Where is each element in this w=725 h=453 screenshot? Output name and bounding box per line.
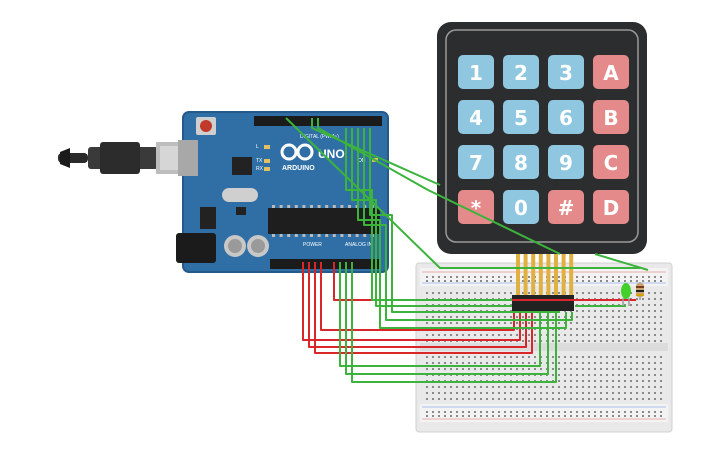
wire	[363, 128, 573, 321]
key-label: #	[558, 196, 575, 220]
wire	[594, 253, 649, 271]
key-label: 1	[469, 61, 483, 85]
wire	[308, 262, 527, 348]
arduino-model-label: UNO	[318, 147, 345, 161]
arduino-board: ARDUINO UNO DIGITAL (PWM~) POWER ANALOG …	[176, 111, 389, 273]
key-label: 6	[559, 106, 573, 130]
power-header	[270, 259, 380, 269]
wire	[333, 262, 636, 301]
key-label: 8	[514, 151, 528, 175]
led	[621, 283, 631, 306]
wire	[314, 262, 533, 354]
key-c[interactable]: C	[593, 145, 629, 179]
key-label: D	[603, 196, 620, 220]
key-0[interactable]: 0	[503, 190, 539, 224]
key-label: 4	[469, 106, 483, 130]
key-7[interactable]: 7	[458, 145, 494, 179]
key-label: A	[603, 61, 619, 85]
power-label: POWER	[303, 242, 322, 248]
wire	[302, 262, 521, 341]
on-label: ON	[358, 158, 366, 164]
key-label: C	[604, 151, 619, 175]
resistor	[636, 282, 644, 300]
key-1[interactable]: 1	[458, 55, 494, 89]
power-jack	[176, 233, 216, 263]
key-label: 7	[469, 151, 483, 175]
key-3[interactable]: 3	[548, 55, 584, 89]
key-label: B	[603, 106, 618, 130]
wire	[351, 262, 557, 383]
arduino-logo-icon	[280, 143, 314, 161]
keypad-ribbon	[516, 254, 574, 298]
key-hash[interactable]: #	[548, 190, 584, 224]
key-5[interactable]: 5	[503, 100, 539, 134]
wire	[357, 128, 567, 329]
key-8[interactable]: 8	[503, 145, 539, 179]
usb-cable	[58, 142, 196, 174]
key-label: 5	[514, 106, 528, 130]
tx-label: TX	[256, 158, 263, 164]
wire	[285, 117, 640, 269]
key-label: 2	[514, 61, 528, 85]
analog-label: ANALOG IN	[345, 242, 373, 248]
digital-label: DIGITAL (PWM~)	[300, 134, 339, 140]
key-label: 3	[559, 61, 573, 85]
key-a[interactable]: A	[593, 55, 629, 89]
wire	[351, 128, 512, 307]
key-star[interactable]: *	[458, 190, 494, 224]
keypad: 1 2 3 A 4 5 6 B 7 8 9 C * 0 # D	[437, 22, 647, 298]
wire	[345, 262, 549, 375]
wire	[339, 262, 541, 367]
key-4[interactable]: 4	[458, 100, 494, 134]
key-6[interactable]: 6	[548, 100, 584, 134]
key-2[interactable]: 2	[503, 55, 539, 89]
key-d[interactable]: D	[593, 190, 629, 224]
rx-label: RX	[256, 166, 264, 172]
key-label: 0	[514, 196, 528, 220]
wire	[317, 118, 561, 255]
key-b[interactable]: B	[593, 100, 629, 134]
key-label: 9	[559, 151, 573, 175]
breadboard-ic	[512, 295, 574, 311]
l-label: L	[256, 144, 259, 150]
key-9[interactable]: 9	[548, 145, 584, 179]
wire	[311, 118, 441, 186]
key-label: *	[471, 196, 482, 220]
arduino-brand-label: ARDUINO	[282, 165, 315, 172]
wire	[369, 128, 560, 313]
wire	[345, 128, 512, 301]
